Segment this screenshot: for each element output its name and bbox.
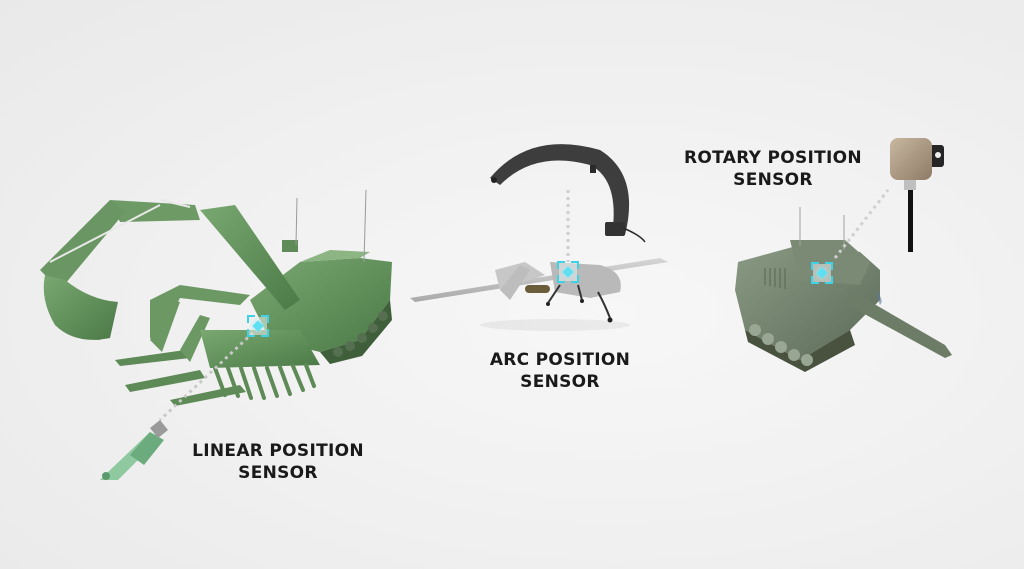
rotary-position-sensor-icon <box>890 138 944 252</box>
target-marker-linear[interactable] <box>247 315 269 337</box>
uav-drone-icon <box>410 258 668 331</box>
engineering-vehicle-icon <box>40 189 392 422</box>
target-marker-arc[interactable] <box>557 261 579 283</box>
arc-position-sensor-icon <box>490 144 646 243</box>
rotary-sensor-label: ROTARY POSITION SENSOR <box>684 148 862 190</box>
linear-sensor-label: LINEAR POSITION SENSOR <box>192 441 364 483</box>
linear-position-sensor-icon <box>100 420 168 480</box>
arc-sensor-label: ARC POSITION SENSOR <box>489 350 631 392</box>
main-battle-tank-icon <box>735 207 952 372</box>
target-marker-rotary[interactable] <box>811 262 833 284</box>
